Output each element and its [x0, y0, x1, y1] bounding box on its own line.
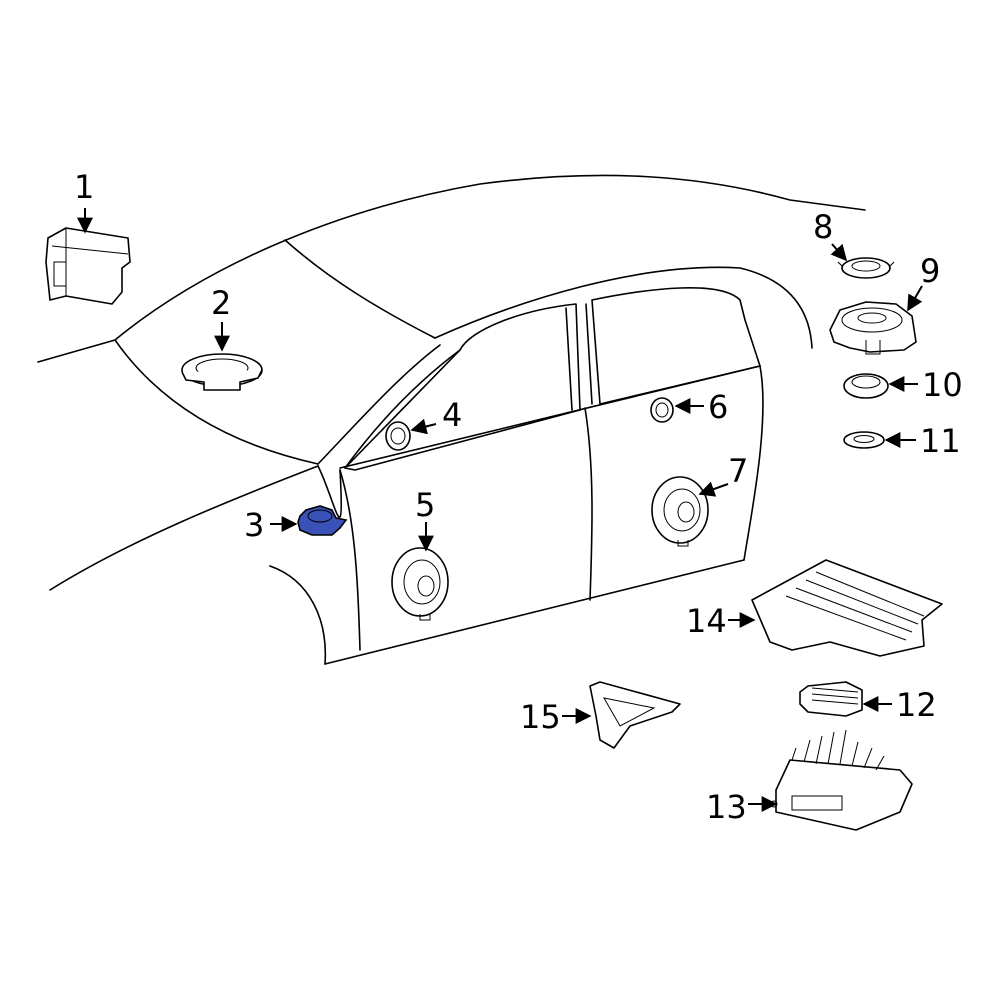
callout-5: 5 [415, 486, 435, 524]
part-14-amplifier-cover[interactable] [751, 559, 943, 657]
part-12-module[interactable] [799, 681, 863, 717]
part-8-speaker-cover[interactable] [837, 257, 895, 279]
part-13-amplifier[interactable] [770, 729, 913, 831]
part-4-tweeter[interactable] [385, 421, 411, 451]
part-3-highlighted-speaker[interactable] [297, 505, 348, 536]
part-9-speaker[interactable] [829, 301, 917, 355]
part-6-tweeter[interactable] [650, 397, 674, 423]
part-7-door-speaker[interactable] [651, 476, 709, 547]
callout-9: 9 [920, 252, 940, 290]
callout-3: 3 [244, 506, 264, 544]
callout-15: 15 [520, 698, 561, 736]
callout-6: 6 [708, 388, 728, 426]
leader-arrows [77, 208, 923, 812]
part-11-ring[interactable] [843, 431, 885, 449]
callout-11: 11 [920, 422, 961, 460]
callout-labels: 1 2 3 4 5 6 7 8 9 10 11 12 13 14 15 [74, 168, 963, 826]
callout-14: 14 [686, 602, 727, 640]
callout-4: 4 [442, 396, 462, 434]
callout-7: 7 [728, 452, 748, 490]
part-10-speaker[interactable] [843, 373, 889, 399]
callout-10: 10 [922, 366, 963, 404]
part-5-door-speaker[interactable] [391, 547, 449, 621]
callout-8: 8 [813, 208, 833, 246]
callout-13: 13 [706, 788, 747, 826]
part-1-module[interactable] [45, 227, 131, 305]
car-body-outline [37, 174, 866, 665]
callout-2: 2 [211, 284, 231, 322]
part-2-speaker[interactable] [181, 353, 263, 391]
callout-12: 12 [896, 686, 937, 724]
callout-1: 1 [74, 168, 94, 206]
part-15-bracket[interactable] [589, 681, 681, 749]
